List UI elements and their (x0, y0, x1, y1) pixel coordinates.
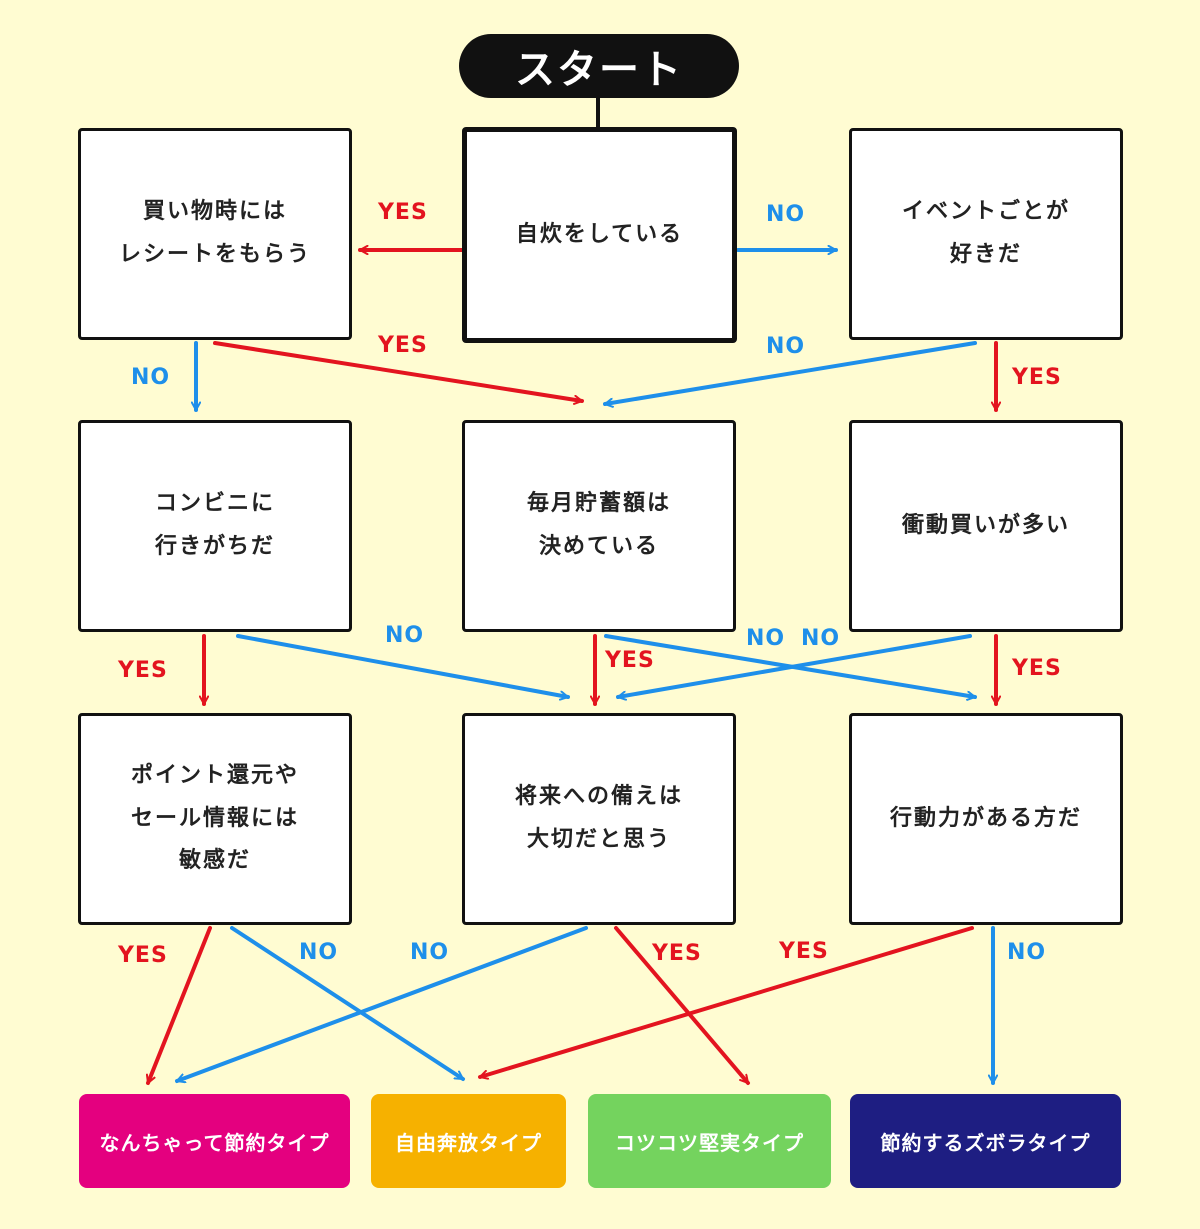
question-text: コンビニに 行きがちだ (154, 491, 275, 559)
arrow-b2-b5-yes (213, 341, 584, 401)
label-no: NO (410, 940, 450, 965)
question-text: 行動力がある方だ (889, 805, 1082, 831)
label-no: NO (801, 626, 841, 651)
question-box-events: イベントごとが 好きだ (849, 128, 1123, 340)
question-box-action: 行動力がある方だ (849, 713, 1123, 925)
result-label: 節約するズボラタイプ (880, 1130, 1091, 1155)
label-no: NO (299, 940, 339, 965)
label-yes: YES (378, 200, 428, 225)
result-label: なんちゃって節約タイプ (99, 1130, 330, 1155)
label-yes: YES (118, 658, 168, 683)
arrow-b7-r1-yes (148, 926, 212, 1085)
question-text: イベントごとが 好きだ (901, 199, 1070, 267)
label-yes: YES (378, 333, 428, 358)
question-box-cooking: 自炊をしている (462, 127, 737, 343)
question-box-convenience-store: コンビニに 行きがちだ (78, 420, 352, 632)
label-no: NO (766, 202, 806, 227)
label-yes: YES (779, 939, 829, 964)
result-box-steady: コツコツ堅実タイプ (588, 1094, 831, 1188)
start-badge: スタート (459, 34, 739, 98)
label-no: NO (1007, 940, 1047, 965)
label-no: NO (131, 365, 171, 390)
label-yes: YES (652, 941, 702, 966)
label-yes: YES (1012, 656, 1062, 681)
arrow-b9-r2-yes (478, 926, 974, 1077)
label-no: NO (766, 334, 806, 359)
result-label: 自由奔放タイプ (395, 1130, 542, 1155)
question-text: 衝動買いが多い (901, 512, 1070, 538)
arrow-b7-r2-no (230, 926, 465, 1081)
label-no: NO (746, 626, 786, 651)
question-box-points: ポイント還元や セール情報には 敏感だ (78, 713, 352, 925)
question-box-savings: 毎月貯蓄額は 決めている (462, 420, 736, 632)
question-text: 将来への備えは 大切だと思う (514, 784, 683, 852)
question-text: 自炊をしている (515, 221, 684, 247)
question-text: ポイント還元や セール情報には 敏感だ (130, 762, 299, 874)
result-box-lazy-saver: 節約するズボラタイプ (850, 1094, 1121, 1188)
result-box-free-spirit: 自由奔放タイプ (371, 1094, 566, 1188)
arrow-b8-r1-no (175, 926, 588, 1081)
question-box-future: 将来への備えは 大切だと思う (462, 713, 736, 925)
arrow-b3-b5-no (603, 341, 977, 404)
arrow-b6-b8-no (616, 634, 972, 697)
label-no: NO (385, 623, 425, 648)
question-box-impulse-buying: 衝動買いが多い (849, 420, 1123, 632)
label-yes: YES (1012, 365, 1062, 390)
question-box-receipt: 買い物時には レシートをもらう (78, 128, 352, 340)
arrow-b8-r3-yes (614, 926, 750, 1085)
result-label: コツコツ堅実タイプ (615, 1130, 804, 1155)
label-yes: YES (118, 943, 168, 968)
label-yes: YES (605, 648, 655, 673)
result-box-pseudo-saver: なんちゃって節約タイプ (79, 1094, 350, 1188)
question-text: 毎月貯蓄額は 決めている (526, 491, 671, 559)
arrow-b4-b8-no (236, 634, 570, 697)
question-text: 買い物時には レシートをもらう (118, 199, 311, 267)
